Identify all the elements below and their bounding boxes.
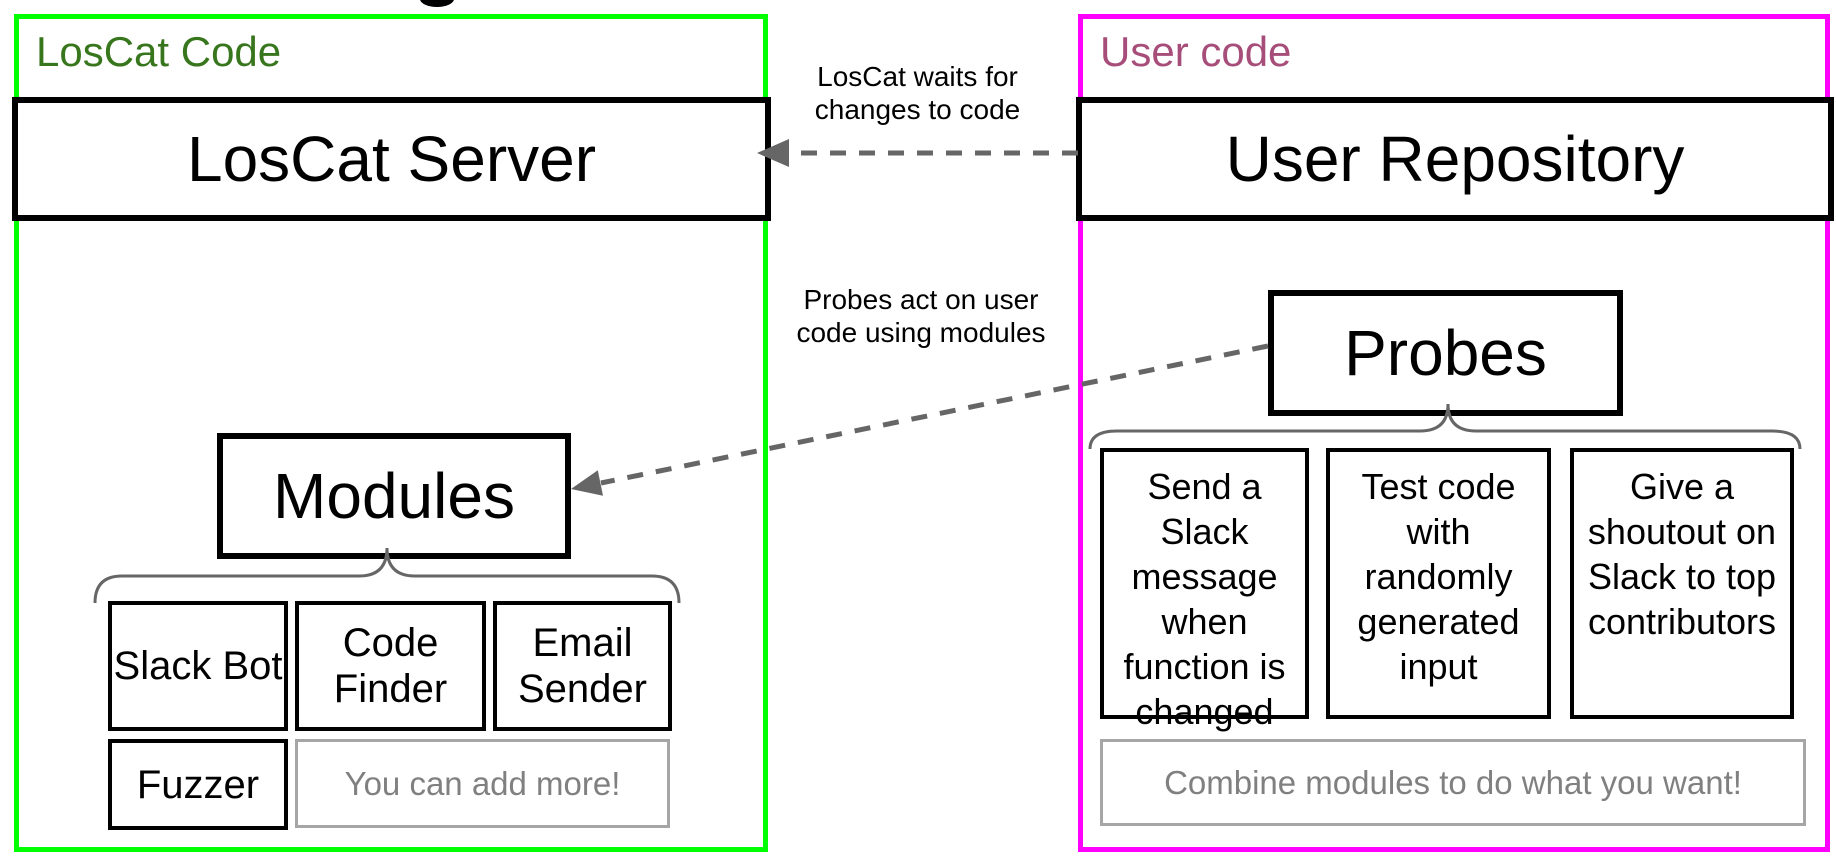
- module-slack-bot-label: Slack Bot: [113, 644, 283, 688]
- module-code-finder-label: Code Finder: [333, 621, 448, 711]
- module-slack-bot: Slack Bot: [108, 601, 288, 731]
- loscat-server-label: LosCat Server: [186, 123, 597, 195]
- user-repository-box: User Repository: [1076, 97, 1834, 221]
- cropped-title-fragment: [420, 0, 454, 7]
- waits-annotation: LosCat waits for changes to code: [814, 61, 1021, 125]
- probes-box: Probes: [1268, 290, 1623, 416]
- loscat-server-box: LosCat Server: [12, 97, 771, 221]
- probe-test-code-label: Test code with randomly generated input: [1357, 466, 1520, 687]
- user-repository-label: User Repository: [1225, 123, 1685, 195]
- combine-modules-box: Combine modules to do what you want!: [1100, 739, 1806, 826]
- modules-box: Modules: [217, 433, 571, 559]
- probe-shoutout: Give a shoutout on Slack to top contribu…: [1570, 448, 1794, 719]
- user-code-label: User code: [1100, 28, 1292, 75]
- probes-label: Probes: [1344, 317, 1547, 389]
- probe-shoutout-label: Give a shoutout on Slack to top contribu…: [1587, 466, 1777, 642]
- module-email-sender: Email Sender: [493, 601, 672, 731]
- modules-label: Modules: [273, 460, 515, 532]
- add-more-box: You can add more!: [295, 739, 670, 828]
- probe-test-code: Test code with randomly generated input: [1326, 448, 1551, 719]
- loscat-code-label: LosCat Code: [36, 28, 282, 75]
- module-email-sender-label: Email Sender: [518, 621, 647, 711]
- module-fuzzer-label: Fuzzer: [136, 762, 260, 807]
- module-fuzzer: Fuzzer: [108, 739, 288, 830]
- probe-slack-message: Send a Slack message when function is ch…: [1100, 448, 1309, 732]
- probe-slack-message-label: Send a Slack message when function is ch…: [1123, 466, 1286, 732]
- add-more-label: You can add more!: [344, 764, 621, 802]
- module-code-finder: Code Finder: [295, 601, 486, 731]
- combine-modules-label: Combine modules to do what you want!: [1164, 763, 1742, 801]
- acts-annotation: Probes act on user code using modules: [796, 284, 1046, 348]
